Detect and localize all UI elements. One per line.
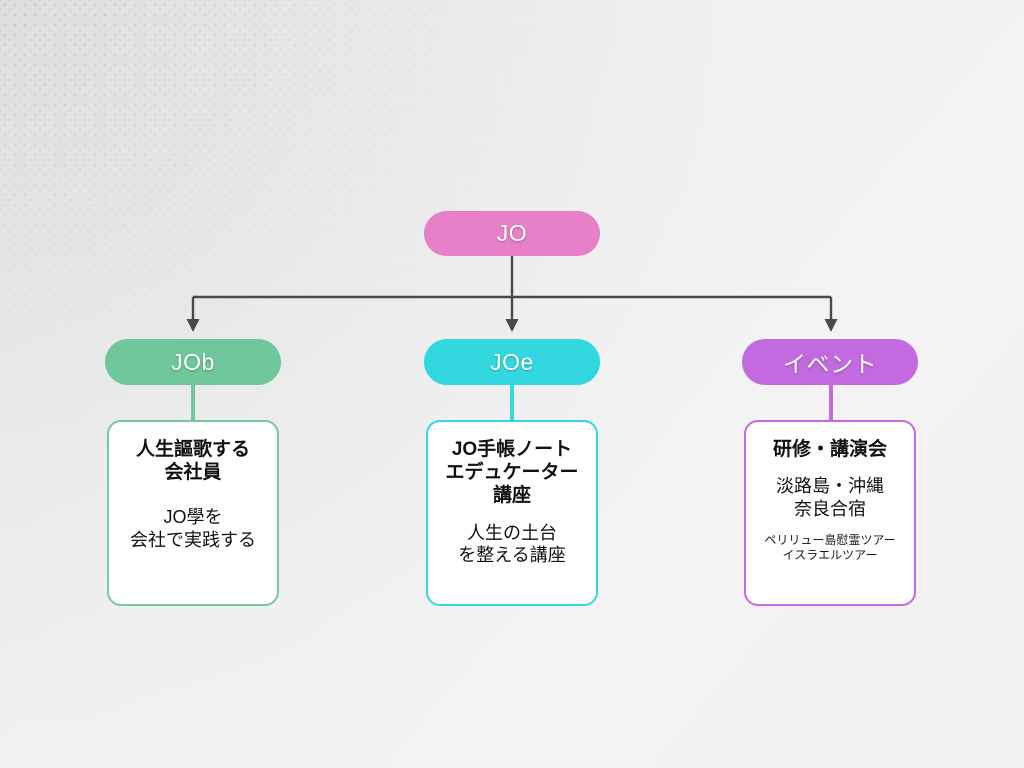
- card-joe[interactable]: JO手帳ノート エデュケーター 講座 人生の土台 を整える講座: [426, 420, 598, 606]
- node-branch-event[interactable]: イベント: [742, 339, 918, 385]
- card-event-title: 研修・講演会: [772, 439, 887, 460]
- card-joe-subtitle: 人生の土台 を整える講座: [458, 522, 566, 566]
- stub-joe: [510, 382, 514, 424]
- arrowhead-joe: [505, 319, 519, 332]
- arrowhead-event: [824, 319, 838, 332]
- card-event[interactable]: 研修・講演会 淡路島・沖縄 奈良合宿 ペリリュー島慰霊ツアー イスラエルツアー: [744, 420, 916, 606]
- arrowhead-job: [186, 319, 200, 332]
- stub-event: [829, 382, 833, 424]
- node-branch-job[interactable]: JOb: [105, 339, 281, 385]
- stub-job: [191, 382, 195, 424]
- card-joe-title: JO手帳ノート エデュケーター 講座: [445, 439, 579, 507]
- card-event-subtitle: 淡路島・沖縄 奈良合宿: [776, 476, 884, 519]
- card-job[interactable]: 人生謳歌する 会社員 JO學を 会社で実践する: [107, 420, 279, 606]
- card-job-title: 人生謳歌する 会社員: [135, 439, 250, 484]
- node-root-jo[interactable]: JO: [424, 211, 600, 256]
- card-job-subtitle: JO學を 会社で実践する: [130, 507, 256, 551]
- node-branch-joe[interactable]: JOe: [424, 339, 600, 385]
- card-event-note: ペリリュー島慰霊ツアー イスラエルツアー: [764, 532, 896, 563]
